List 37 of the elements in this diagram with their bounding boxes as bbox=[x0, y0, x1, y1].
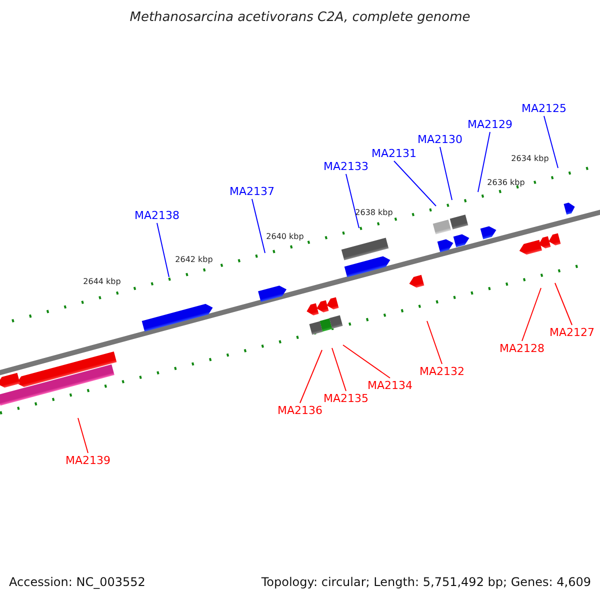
gene-label: MA2131 bbox=[372, 148, 416, 159]
leader-line bbox=[478, 132, 490, 192]
scale-label: 2636 kbp bbox=[487, 179, 525, 187]
gene-label: MA2130 bbox=[418, 134, 462, 145]
leader-line bbox=[440, 146, 452, 200]
scale-label: 2640 kbp bbox=[266, 233, 304, 241]
scale-label: 2638 kbp bbox=[355, 209, 393, 217]
gene-label: MA2136 bbox=[278, 405, 322, 416]
leader-line bbox=[332, 348, 346, 392]
title: Methanosarcina acetivorans C2A, complete genome bbox=[130, 11, 470, 24]
gene-label: MA2137 bbox=[230, 186, 274, 197]
leader-line bbox=[78, 418, 88, 454]
scale-label: 2642 kbp bbox=[175, 256, 213, 264]
leader-line bbox=[342, 344, 390, 378]
scale-label: 2634 kbp bbox=[511, 155, 549, 163]
gene-label: MA2138 bbox=[134, 210, 180, 221]
gene-label: MA2134 bbox=[368, 380, 412, 391]
gene-label: MA2139 bbox=[66, 455, 110, 466]
gene-label: MA2132 bbox=[420, 366, 464, 377]
leader-line bbox=[346, 174, 360, 228]
leader-line bbox=[394, 160, 436, 206]
gene-label: MA2125 bbox=[522, 103, 566, 114]
gene-label: MA2135 bbox=[324, 393, 368, 404]
gene-label: MA2128 bbox=[500, 343, 544, 354]
leader-line bbox=[426, 320, 442, 364]
gene-label: MA2129 bbox=[468, 119, 512, 130]
leader-line bbox=[554, 282, 572, 326]
accession-text: Accession: NC_003552 bbox=[9, 576, 146, 588]
genome-summary: Topology: circular; Length: 5,751,492 bp; Genes: 4,609 bbox=[261, 576, 591, 588]
leader-line bbox=[252, 198, 266, 254]
scale-label: 2644 kbp bbox=[83, 278, 121, 286]
leader-line bbox=[156, 222, 170, 278]
gene-label: MA2133 bbox=[324, 161, 368, 172]
leader-line bbox=[544, 116, 558, 168]
gene-label: MA2127 bbox=[550, 327, 594, 338]
leader-line bbox=[300, 350, 322, 404]
leader-line bbox=[522, 288, 542, 342]
